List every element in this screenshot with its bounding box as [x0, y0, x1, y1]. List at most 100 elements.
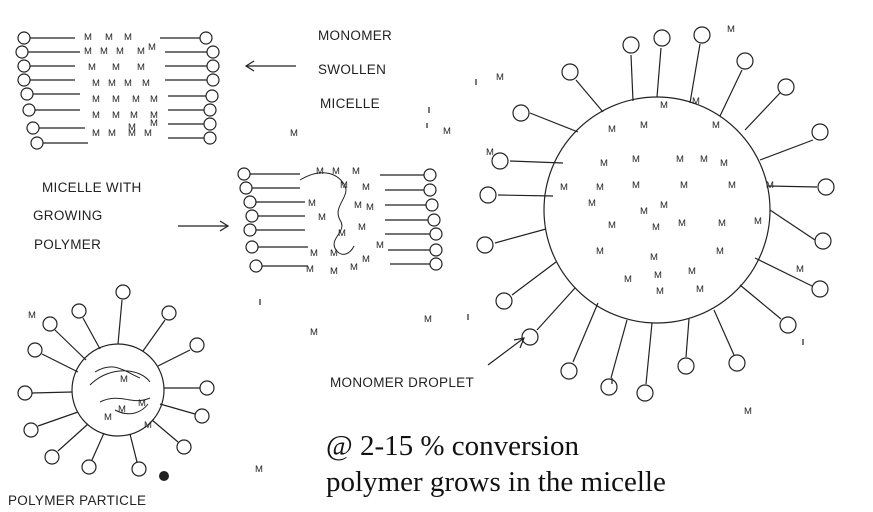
monomer-mark: M	[560, 182, 568, 193]
monomer-mark: M	[142, 78, 150, 89]
monomer-mark: M	[424, 314, 432, 325]
monomer-mark: M	[720, 158, 728, 169]
monomer-mark: M	[108, 128, 116, 139]
monomer-mark: M	[654, 270, 662, 281]
monomer-mark: M	[132, 94, 140, 105]
monomer-mark: M	[112, 94, 120, 105]
monomer-mark: M	[112, 110, 120, 121]
monomer-mark: M	[766, 180, 774, 191]
monomer-mark: M	[128, 122, 136, 133]
monomer-mark: M	[632, 154, 640, 165]
monomer-droplet	[477, 27, 834, 401]
caption-box: @ 2-15 % conversion polymer grows in the…	[318, 428, 873, 512]
monomer-mark: M	[118, 404, 126, 415]
monomer-mark: M	[318, 212, 326, 223]
label-monomer-swollen-micelle: MONOMER SWOLLEN MICELLE	[318, 28, 392, 111]
monomer-mark: M	[112, 62, 120, 73]
monomer-mark: M	[150, 94, 158, 105]
monomer-mark: M	[330, 248, 338, 259]
monomer-mark: M	[358, 222, 366, 233]
monomer-mark: M	[306, 264, 314, 275]
monomer-mark: M	[624, 274, 632, 285]
label-line: MONOMER	[318, 28, 392, 43]
surfactant-right-column	[160, 32, 219, 144]
label-line: GROWING	[33, 208, 103, 223]
monomer-mark: M	[692, 96, 700, 107]
monomer-mark: M	[92, 128, 100, 139]
monomer-mark: M	[352, 166, 360, 177]
caption-line-1: @ 2-15 % conversion	[318, 428, 873, 464]
monomer-mark: M	[308, 198, 316, 209]
monomer-mark: M	[640, 120, 648, 131]
monomer-mark: M	[656, 286, 664, 297]
monomer-mark: M	[138, 398, 146, 409]
monomer-mark: M	[104, 412, 112, 423]
monomer-mark: M	[92, 78, 100, 89]
monomer-mark: M	[718, 218, 726, 229]
monomer-mark: M	[137, 62, 145, 73]
monomer-mark: M	[640, 206, 648, 217]
monomer-mark: M	[92, 94, 100, 105]
monomer-mark: M	[376, 240, 384, 251]
monomer-mark: M	[496, 72, 504, 83]
monomer-mark: M	[796, 264, 804, 275]
monomer-mark: M	[362, 254, 370, 265]
monomer-mark: M	[144, 420, 152, 431]
monomer-mark: M	[660, 200, 668, 211]
monomer-mark: M	[712, 120, 720, 131]
label-polymer-particle: POLYMER PARTICLE	[8, 493, 146, 508]
monomer-mark: M	[596, 182, 604, 193]
monomer-mark: M	[728, 180, 736, 191]
monomer-mark: M	[680, 180, 688, 191]
monomer-mark: M	[332, 166, 340, 177]
monomer-mark: M	[116, 46, 124, 57]
surfactant-right-column	[380, 169, 442, 270]
monomer-mark: M	[727, 24, 735, 35]
monomer-mark: M	[676, 154, 684, 165]
monomer-mark: M	[696, 284, 704, 295]
monomer-mark: M	[150, 118, 158, 129]
monomer-mark: M	[310, 248, 318, 259]
monomer-mark: M	[316, 166, 324, 177]
monomer-mark: M	[632, 180, 640, 191]
monomer-mark: M	[650, 252, 658, 263]
label-line: SWOLLEN	[318, 62, 386, 77]
monomer-mark: M	[340, 180, 348, 191]
monomer-mark: M	[596, 246, 604, 257]
monomer-mark: M	[600, 158, 608, 169]
monomer-mark: M	[354, 200, 362, 211]
label-monomer-droplet: MONOMER DROPLET	[330, 375, 474, 390]
monomer-mark: M	[744, 406, 752, 417]
monomer-mark: M	[660, 100, 668, 111]
droplet-surfactant-heads	[477, 27, 834, 401]
monomer-mark: M	[338, 228, 346, 239]
label-line: MICELLE	[320, 96, 380, 111]
monomer-mark: M	[716, 246, 724, 257]
monomer-mark: M	[310, 327, 318, 338]
polymer-particle	[18, 285, 214, 481]
label-micelle-with-growing-polymer: MICELLE WITH GROWING POLYMER	[33, 180, 142, 252]
monomer-mark: M	[28, 310, 36, 321]
monomer-mark: M	[290, 128, 298, 139]
monomer-mark: M	[688, 266, 696, 277]
monomer-mark: M	[137, 46, 145, 57]
monomer-mark: M	[120, 374, 128, 385]
arrow-growing-polymer	[178, 221, 228, 231]
monomer-mark: M	[105, 32, 113, 43]
monomer-mark: M	[100, 46, 108, 57]
monomer-mark: M	[84, 46, 92, 57]
particle-surfactant-heads	[18, 285, 214, 476]
monomer-mark: M	[255, 464, 263, 475]
monomer-mark: M	[92, 110, 100, 121]
surfactant-left-column	[16, 32, 88, 149]
droplet-surfactant-tails	[495, 44, 817, 384]
monomer-mark: M	[678, 218, 686, 229]
monomer-mark: M	[144, 128, 152, 139]
monomer-mark: M	[700, 154, 708, 165]
monomer-mark: M	[652, 222, 660, 233]
monomer-mark: M	[350, 262, 358, 273]
monomer-mark: M	[486, 147, 494, 158]
monomer-mark: M	[124, 78, 132, 89]
monomer-mark: M	[754, 216, 762, 227]
monomer-mark: M	[130, 110, 138, 121]
